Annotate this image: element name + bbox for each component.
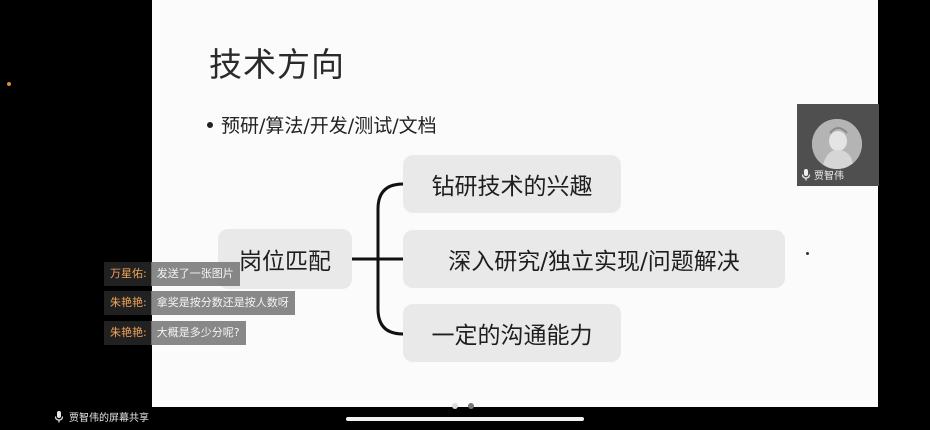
screen-share-label: 贾智伟的屏幕共享 (54, 409, 149, 424)
chat-text: 拿奖是按分数还是按人数呀 (150, 291, 295, 315)
mindmap-branch-node: 一定的沟通能力 (403, 304, 621, 362)
mindmap-branch-node: 深入研究/独立实现/问题解决 (403, 230, 785, 288)
chat-text: 大概是多少分呢? (150, 321, 246, 345)
slide-bullet: 预研/算法/开发/测试/文档 (207, 111, 437, 138)
screen-share-text: 贾智伟的屏幕共享 (69, 413, 149, 424)
participant-video-tile[interactable]: 贾智伟 (797, 104, 879, 186)
chat-sender: 朱艳艳: (104, 291, 151, 315)
slide-title: 技术方向 (209, 45, 345, 84)
chat-message: 万星佑: 发送了一张图片 (104, 262, 240, 286)
cursor-dot (806, 252, 809, 255)
home-indicator[interactable] (346, 417, 584, 421)
chat-sender: 朱艳艳: (104, 321, 151, 345)
microphone-icon (54, 410, 64, 422)
participant-name: 贾智伟 (814, 171, 844, 182)
microphone-icon (801, 168, 811, 180)
chat-text: 发送了一张图片 (150, 262, 240, 286)
bullet-text: 预研/算法/开发/测试/文档 (221, 115, 437, 137)
mindmap-branch-node: 钻研技术的兴趣 (403, 155, 621, 213)
chat-message: 朱艳艳: 大概是多少分呢? (104, 321, 246, 345)
bullet-icon (207, 121, 213, 128)
chat-sender: 万星佑: (104, 262, 151, 286)
page-dot-2[interactable] (468, 403, 474, 409)
avatar-icon (812, 119, 862, 169)
page-dot-1[interactable] (452, 403, 458, 409)
indicator-dot (7, 82, 11, 86)
mindmap-root-node: 岗位匹配 (218, 229, 352, 289)
page-indicator[interactable] (452, 403, 474, 409)
shared-slide: 技术方向 预研/算法/开发/测试/文档 岗位匹配 钻研技术的兴趣 深入研究/独立… (152, 0, 878, 407)
chat-message: 朱艳艳: 拿奖是按分数还是按人数呀 (104, 291, 295, 315)
participant-name-bar: 贾智伟 (801, 167, 844, 182)
